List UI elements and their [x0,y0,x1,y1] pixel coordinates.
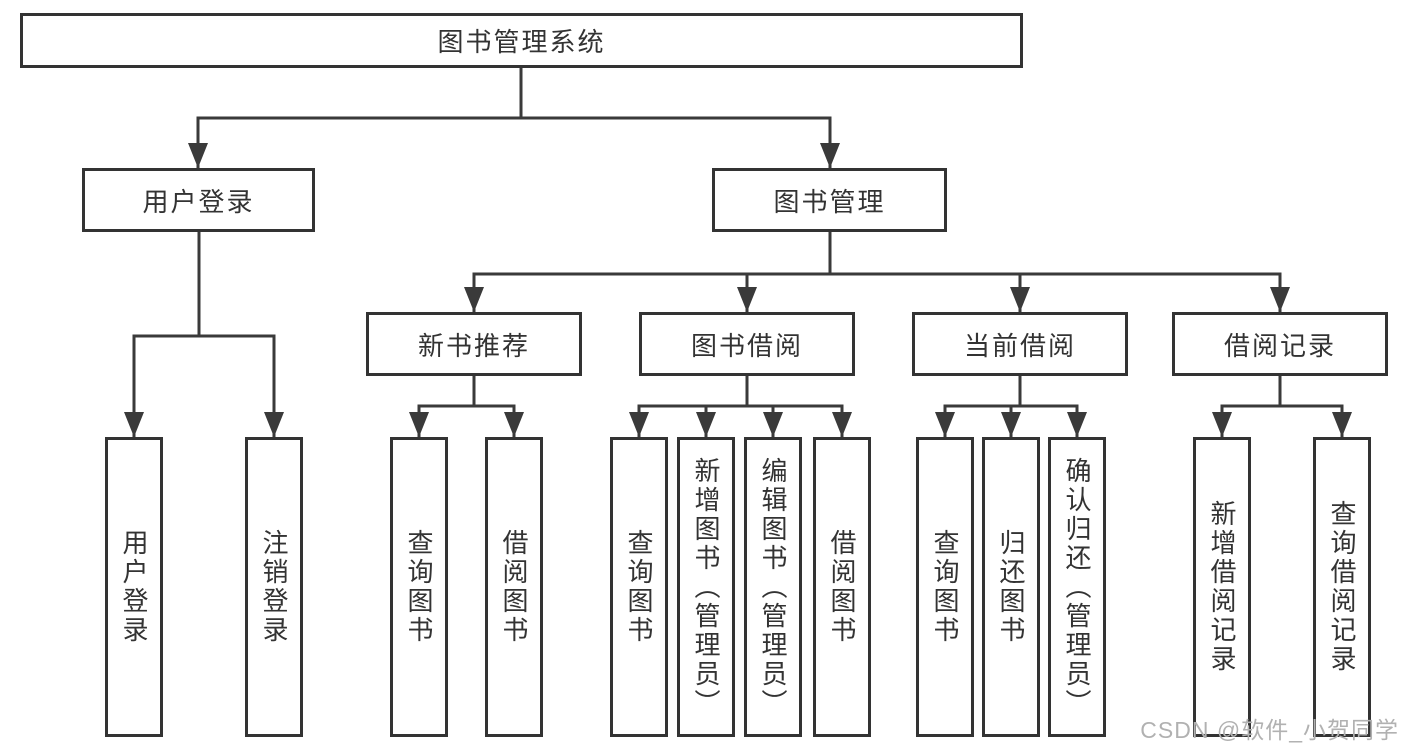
node-new-book-recommendation: 新书推荐 [366,312,582,376]
node-current-borrowing: 当前借阅 [912,312,1128,376]
leaf-return-books-label: 归还图书 [996,529,1026,645]
leaf-add-borrow-record: 新增借阅记录 [1193,437,1251,737]
leaf-add-book-admin-label: 新增图书（管理员） [691,456,721,718]
leaf-return-books: 归还图书 [982,437,1040,737]
arrowhead [820,143,840,168]
leaf-user-login: 用户登录 [105,437,163,737]
leaf-confirm-return-admin: 确认归还（管理员） [1048,437,1106,737]
node-book-borrowing: 图书借阅 [639,312,855,376]
watermark: CSDN @软件_小贺同学 [1140,717,1399,743]
leaf-query-borrow-record-label: 查询借阅记录 [1327,500,1357,674]
arrowhead [264,412,284,437]
arrowhead [409,412,429,437]
arrowhead [832,412,852,437]
arrowhead [1212,412,1232,437]
arrowhead [1332,412,1352,437]
leaf-confirm-return-admin-label: 确认归还（管理员） [1062,456,1092,718]
arrowhead [629,412,649,437]
leaf-query-books-borrowing-label: 查询图书 [624,529,654,645]
arrowhead [935,412,955,437]
leaf-edit-book-admin-label: 编辑图书（管理员） [758,456,788,718]
leaf-borrow-books-borrowing-label: 借阅图书 [827,529,857,645]
arrowhead [1270,287,1290,312]
node-book-management: 图书管理 [712,168,947,232]
arrowhead [763,412,783,437]
leaf-query-books-current-label: 查询图书 [930,529,960,645]
leaf-borrow-books-borrowing: 借阅图书 [813,437,871,737]
arrowhead [188,143,208,168]
arrowhead [1001,412,1021,437]
arrowheads [124,143,1352,437]
leaf-logout-label: 注销登录 [259,529,289,645]
leaf-query-books-borrowing: 查询图书 [610,437,668,737]
leaf-borrow-books-recommend: 借阅图书 [485,437,543,737]
leaf-add-borrow-record-label: 新增借阅记录 [1207,500,1237,674]
node-borrowing-records: 借阅记录 [1172,312,1388,376]
arrowhead [464,287,484,312]
arrowhead [737,287,757,312]
node-root: 图书管理系统 [20,13,1023,68]
arrowhead [1010,287,1030,312]
leaf-user-login-label: 用户登录 [119,529,149,645]
leaf-query-books-current: 查询图书 [916,437,974,737]
arrowhead [504,412,524,437]
arrowhead [696,412,716,437]
leaf-borrow-books-recommend-label: 借阅图书 [499,529,529,645]
connector-lines [132,66,1344,439]
leaf-query-borrow-record: 查询借阅记录 [1313,437,1371,737]
leaf-query-books-recommend-label: 查询图书 [404,529,434,645]
leaf-add-book-admin: 新增图书（管理员） [677,437,735,737]
arrowhead [124,412,144,437]
leaf-query-books-recommend: 查询图书 [390,437,448,737]
leaf-edit-book-admin: 编辑图书（管理员） [744,437,802,737]
arrowhead [1067,412,1087,437]
leaf-logout: 注销登录 [245,437,303,737]
node-user-login: 用户登录 [82,168,315,232]
